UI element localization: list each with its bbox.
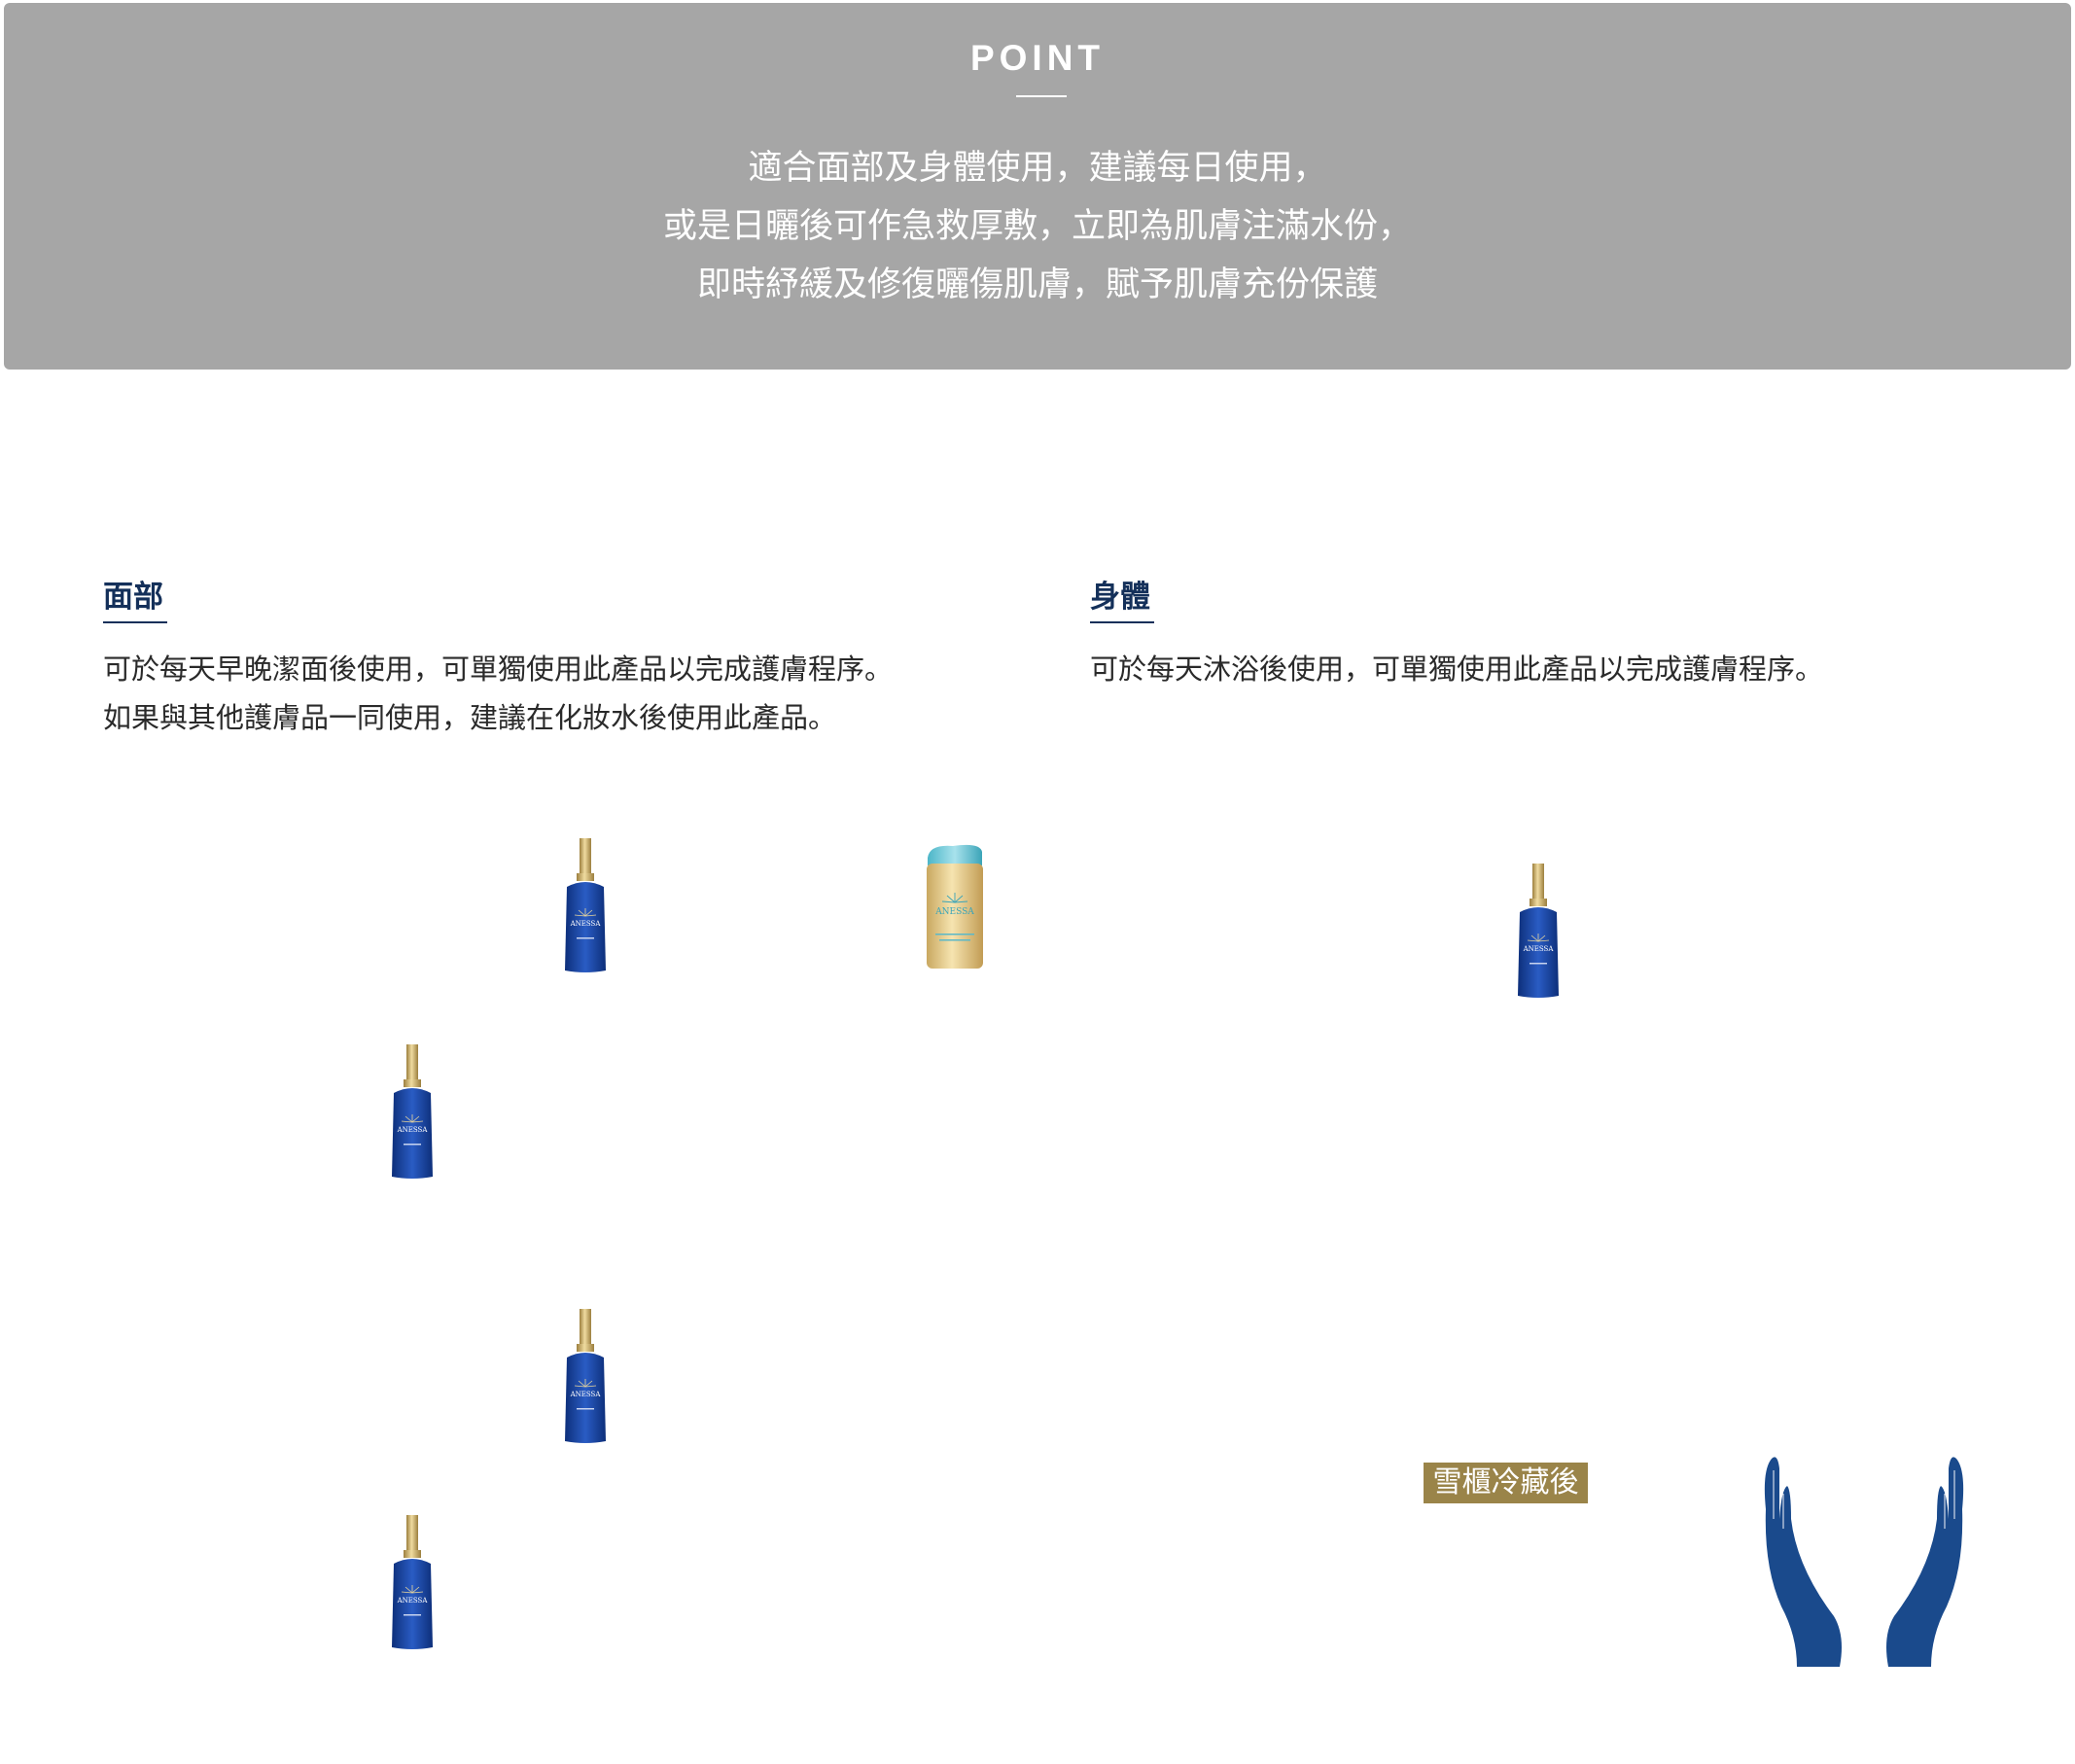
body-section-text: 可於每天沐浴後使用，可單獨使用此產品以完成護膚程序。 (1090, 645, 1823, 693)
point-divider (1016, 95, 1067, 97)
hands-icon (1758, 1451, 1970, 1667)
face-section-divider (103, 621, 167, 623)
serum-bottle-icon: ANESSA (557, 838, 614, 974)
body-line-1: 可於每天沐浴後使用，可單獨使用此產品以完成護膚程序。 (1090, 653, 1824, 686)
refrigerate-badge: 雪櫃冷藏後 (1424, 1463, 1588, 1503)
serum-bottle-icon: ANESSA (384, 1515, 440, 1651)
face-line-1: 可於每天早晚潔面後使用，可單獨使用此產品以完成護膚程序。 (103, 653, 894, 686)
point-description: 適合面部及身體使用，建議每日使用， 或是日曬後可作急救厚敷，立即為肌膚注滿水份，… (4, 139, 2071, 314)
bottle-label: ANESSA (397, 1597, 429, 1605)
bottle-label: ANESSA (1523, 945, 1555, 953)
face-section-title: 面部 (103, 580, 163, 615)
face-section-text: 可於每天早晚潔面後使用，可單獨使用此產品以完成護膚程序。 如果與其他護膚品一同使… (103, 645, 893, 742)
point-banner: POINT 適合面部及身體使用，建議每日使用， 或是日曬後可作急救厚敷，立即為肌… (4, 3, 2071, 370)
bottle-label: ANESSA (570, 1391, 602, 1398)
face-line-2: 如果與其他護膚品一同使用，建議在化妝水後使用此產品。 (103, 701, 837, 734)
body-section-divider (1090, 621, 1154, 623)
bottle-label: ANESSA (570, 920, 602, 928)
serum-bottle-icon: ANESSA (1510, 864, 1566, 1000)
serum-bottle-icon: ANESSA (557, 1309, 614, 1445)
point-line-3: 即時紓緩及修復曬傷肌膚，賦予肌膚充份保護 (696, 265, 1378, 304)
sunscreen-label: ANESSA (934, 907, 974, 917)
point-line-2: 或是日曬後可作急救厚敷，立即為肌膚注滿水份， (662, 207, 1412, 246)
serum-bottle-icon: ANESSA (384, 1044, 440, 1181)
sunscreen-bottle-icon: ANESSA (924, 840, 986, 970)
point-title: POINT (969, 38, 1106, 78)
bottle-label: ANESSA (397, 1126, 429, 1134)
body-section-title: 身體 (1090, 580, 1150, 615)
point-line-1: 適合面部及身體使用，建議每日使用， (748, 149, 1327, 188)
